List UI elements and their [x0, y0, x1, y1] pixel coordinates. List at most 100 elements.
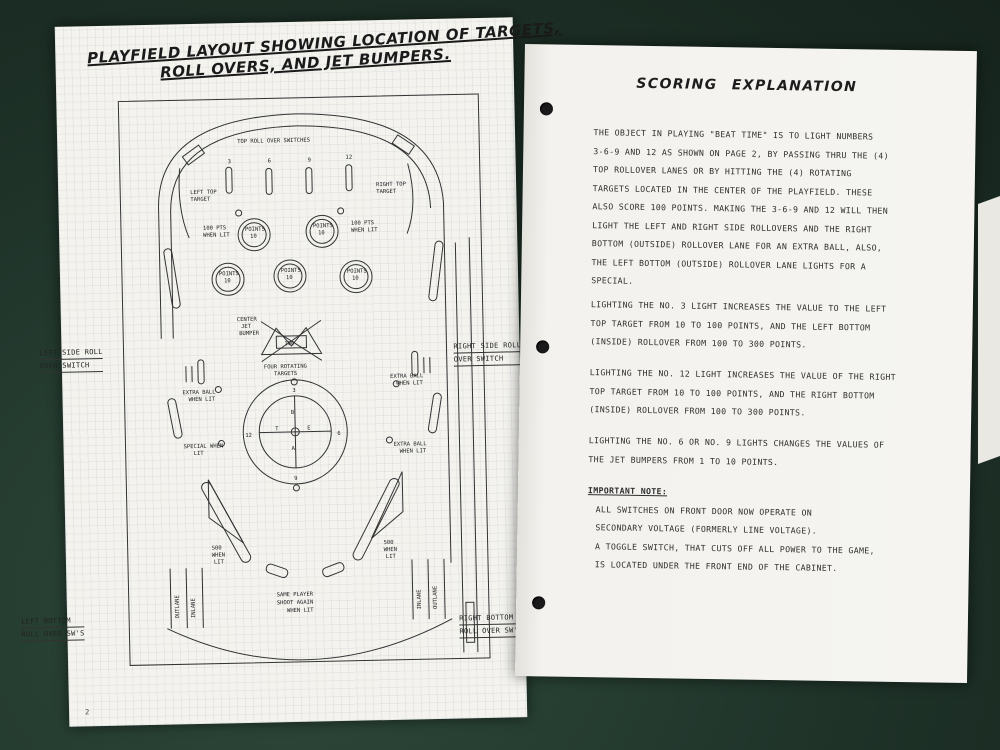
- jet-bumper-3: [211, 262, 245, 296]
- cabinet-outline: [117, 93, 491, 666]
- jet-bumper-center: [273, 259, 307, 293]
- paragraph-no3-light: LIGHTING THE NO. 3 LIGHT INCREASES THE V…: [590, 295, 961, 356]
- spinner-letter-e: E: [307, 426, 310, 432]
- binder-hole-top: [539, 102, 554, 116]
- right-top-target: [391, 134, 416, 156]
- right-500-label-2: WHEN: [384, 547, 397, 553]
- spinner-letter-a: A: [292, 446, 296, 452]
- background-paper-edge: [978, 195, 1000, 465]
- right-outlane-label: OUTLANE: [433, 586, 439, 609]
- scoring-title: SCORING EXPLANATION: [636, 75, 858, 96]
- playfield-title: PLAYFIELD LAYOUT SHOWING LOCATION OF TAR…: [87, 19, 562, 87]
- left-lower-guide: [201, 481, 252, 563]
- right-lower-guide: [352, 478, 400, 561]
- right-side-rollover-callout: RIGHT SIDE ROLL OVER SWITCH: [453, 339, 522, 367]
- left-outlane-label: OUTLANE: [175, 595, 181, 618]
- jet-bumper-1: [237, 218, 271, 252]
- shoot-again-label-2: SHOOT AGAIN: [277, 600, 314, 607]
- top-arch-inner: [170, 125, 432, 339]
- right-slingshot: [371, 471, 404, 539]
- left-top-target-label-2: TARGET: [190, 197, 211, 203]
- jet-bumper-4: [339, 260, 373, 294]
- left-upper-post: [163, 248, 181, 309]
- right-100pts-label-1: 100 PTS: [351, 220, 374, 226]
- lane-number-12: 12: [345, 155, 352, 161]
- light: [235, 209, 243, 217]
- right-page: SCORING EXPLANATION THE OBJECT IN PLAYIN…: [515, 44, 977, 684]
- right-inlane-label: INLANE: [417, 589, 423, 609]
- binder-hole-middle: [536, 340, 550, 354]
- lane-number-3: 3: [228, 159, 231, 165]
- left-top-target: [181, 144, 206, 166]
- right-top-target-label-1: RIGHT TOP: [376, 182, 407, 189]
- top-arch: [158, 113, 452, 563]
- spinner-letter-t: T: [275, 426, 279, 432]
- paragraph-no6-no9-lights: LIGHTING THE NO. 6 OR NO. 9 LIGHTS CHANG…: [588, 431, 959, 474]
- left-flipper: [265, 563, 289, 579]
- right-flipper: [322, 562, 345, 578]
- shoot-again-label-1: SAME PLAYER: [277, 592, 314, 599]
- left-500-label-2: WHEN: [212, 552, 225, 558]
- lane-number-6: 6: [268, 158, 271, 164]
- center-jet-label-1: CENTER: [237, 317, 258, 323]
- important-note: IMPORTANT NOTE: ALL SWITCHES ON FRONT DO…: [587, 481, 958, 579]
- left-500-label-1: 500: [212, 545, 222, 551]
- spinner-outer: [242, 379, 348, 485]
- left-side-rollover: [197, 359, 205, 385]
- shooter-lane-left: [454, 242, 465, 653]
- left-side-callout-line2: OVER SWITCH: [39, 358, 104, 374]
- left-bottom-callout-line1: LEFT BOTTOM: [21, 614, 85, 629]
- center-targets-value: 100: [284, 341, 294, 347]
- left-100pts-label-2: WHEN LIT: [203, 232, 230, 239]
- paragraph-object: THE OBJECT IN PLAYING "BEAT TIME" IS TO …: [591, 123, 964, 295]
- left-inlane-label: INLANE: [191, 598, 197, 618]
- plunger: [465, 601, 476, 643]
- left-100pts-label-1: 100 PTS: [203, 225, 226, 231]
- right-side-callout-line2: OVER SWITCH: [453, 352, 522, 367]
- top-lane-3: [305, 167, 313, 195]
- binder-hole-bottom: [532, 596, 546, 610]
- center-jet-label-3: BUMPER: [239, 331, 260, 337]
- shoot-again-label-3: WHEN LIT: [287, 608, 314, 615]
- bumper-center-text-1: POINTS: [281, 268, 301, 274]
- rotating-targets-box: [275, 335, 308, 349]
- top-lane-4: [345, 164, 353, 192]
- jet-bumper-2: [305, 214, 339, 248]
- left-upper-guide: [178, 168, 190, 239]
- four-rotating-label-1: FOUR ROTATING: [264, 364, 307, 371]
- spinner-letter-b: B: [291, 410, 295, 416]
- right-upper-post: [428, 240, 444, 302]
- right-mid-post: [427, 392, 442, 434]
- top-rollover-label: TOP ROLL OVER SWITCHES: [237, 138, 310, 146]
- right-bottom-rollover-callout: RIGHT BOTTOM ROLL OVER SW'S: [459, 611, 523, 639]
- bumper-4-text-2: 10: [352, 276, 359, 282]
- right-bottom-callout-line1: RIGHT BOTTOM: [459, 611, 523, 626]
- center-jet-label-2: JET: [241, 324, 252, 330]
- bumper-2-text-1: POINTS: [313, 223, 333, 229]
- shooter-lane-right: [468, 237, 479, 653]
- right-top-target-label-2: TARGET: [376, 189, 397, 195]
- left-side-callout-line1: LEFT SIDE ROLL: [39, 345, 103, 361]
- lower-extra-ball-2: WHEN LIT: [400, 448, 427, 455]
- bumper-center-text-2: 10: [286, 275, 293, 281]
- left-side-rollover-callout: LEFT SIDE ROLL OVER SWITCH: [39, 345, 104, 374]
- special-label-2: LIT: [194, 451, 205, 457]
- spinner-number-12: 12: [245, 433, 252, 439]
- left-bottom-callout-line2: ROLL OVER SW'S: [21, 627, 85, 642]
- four-rotating-label-2: TARGETS: [274, 371, 297, 377]
- apron: [167, 618, 453, 661]
- left-extra-ball-2: WHEN LIT: [189, 397, 216, 404]
- lower-extra-ball-1: EXTRA BALL: [393, 441, 427, 448]
- right-bottom-callout-line2: ROLL OVER SW'S: [459, 624, 523, 639]
- special-label-1: SPECIAL WHEN: [183, 443, 223, 450]
- right-extra-ball-2: WHEN LIT: [396, 380, 423, 387]
- left-bottom-rollover-callout: LEFT BOTTOM ROLL OVER SW'S: [21, 614, 85, 642]
- right-upper-guide: [406, 163, 414, 234]
- bumper-2-text-2: 10: [318, 230, 325, 236]
- top-lane-1: [225, 166, 233, 194]
- spinner-number-6: 6: [337, 431, 340, 437]
- left-page: PLAYFIELD LAYOUT SHOWING LOCATION OF TAR…: [21, 17, 562, 727]
- playfield-diagram: TOP ROLL OVER SWITCHES 3 6 9 12 LEFT TOP…: [117, 93, 491, 666]
- left-500-label-3: LIT: [214, 559, 225, 565]
- spinner-number-3: 3: [292, 388, 295, 394]
